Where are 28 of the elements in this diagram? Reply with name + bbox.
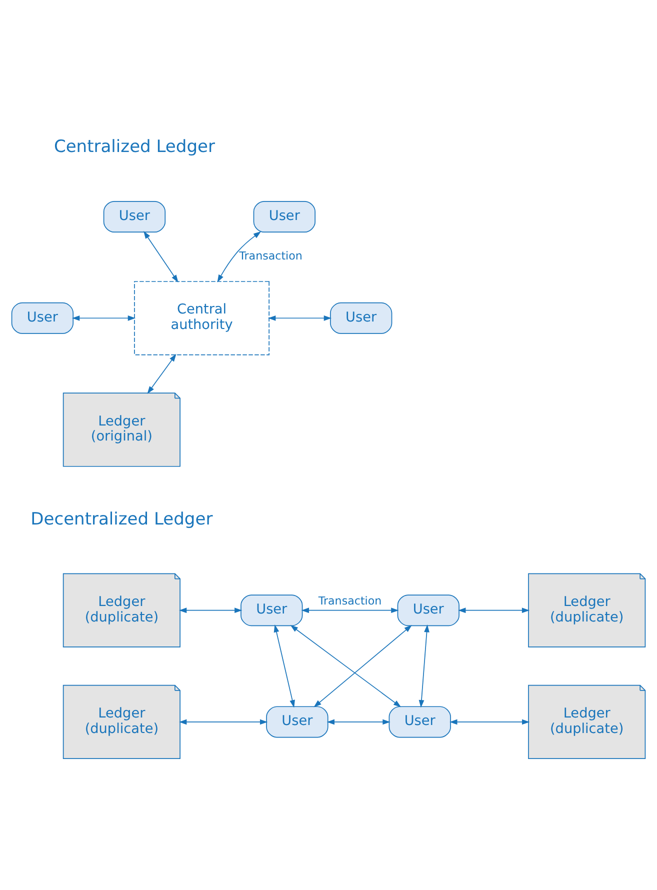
arrow (144, 230, 178, 282)
node-box: User (330, 302, 392, 334)
node-box: User (103, 200, 166, 232)
node-box: User (266, 706, 328, 738)
node-box: User (397, 594, 460, 626)
arrow (72, 314, 136, 320)
arrow (418, 624, 430, 708)
arrow (450, 718, 530, 724)
arrow (314, 624, 412, 707)
arrow (290, 624, 402, 707)
edge-label: Transaction (239, 249, 302, 262)
arrow (326, 718, 390, 724)
label: Decentralized Ledger (30, 508, 213, 529)
edge-label: Transaction (318, 594, 382, 608)
arrow (217, 230, 262, 282)
node-box: User (253, 200, 316, 232)
node-box: User (11, 302, 74, 334)
arrow (301, 607, 399, 613)
node-box: User (388, 706, 451, 738)
arrow (274, 624, 295, 708)
arrow (179, 718, 268, 724)
label: Centralized Ledger (54, 136, 215, 157)
arrow (458, 607, 530, 613)
node-box: Central authority (134, 280, 270, 355)
arrow (147, 353, 176, 394)
arrow (268, 314, 332, 320)
node-box: User (240, 594, 303, 626)
arrow (178, 607, 242, 613)
